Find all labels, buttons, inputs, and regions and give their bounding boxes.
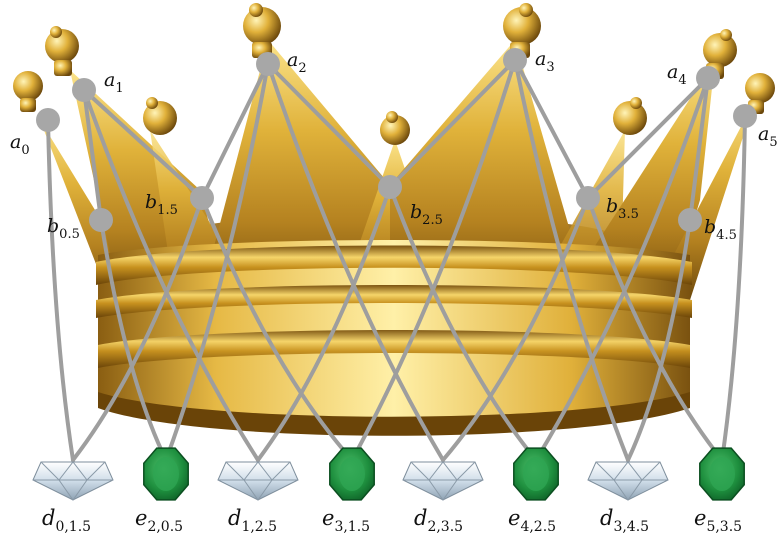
edge-a4-e4 <box>534 76 710 462</box>
diamond-gem-d3 <box>587 461 669 501</box>
diamond-gem-d1 <box>217 461 299 501</box>
label-a4: a4 <box>667 61 687 88</box>
edge-a2-b2_5 <box>266 62 392 189</box>
emerald-gem-e5 <box>699 447 745 501</box>
label-d0: d0,1.5 <box>42 506 91 535</box>
graph-edges <box>46 58 747 462</box>
label-e2: e2,0.5 <box>135 506 183 535</box>
edge-a4-b4_5 <box>688 76 710 222</box>
edge-b0_5-e2 <box>99 218 168 462</box>
edge-a1-b1_5 <box>82 88 204 200</box>
emerald-gem-e3 <box>329 447 375 501</box>
edge-a1-b0_5 <box>82 88 103 222</box>
edge-a3-b3_5 <box>513 58 590 200</box>
label-b3_5: b3.5 <box>606 195 639 222</box>
label-b1_5: b1.5 <box>145 191 178 218</box>
edge-b3_5-e5 <box>586 196 724 462</box>
label-e5: e5,3.5 <box>694 506 742 535</box>
edge-b2_5-e4 <box>388 185 538 462</box>
label-a5: a5 <box>758 123 778 150</box>
node-a1 <box>72 78 96 102</box>
node-a5 <box>733 104 757 128</box>
label-a2: a2 <box>287 49 307 76</box>
edge-a2-b1_5 <box>200 62 270 200</box>
edge-a3-b2_5 <box>388 58 517 189</box>
edge-a1-d1 <box>82 88 260 462</box>
edge-a2-d2 <box>266 62 445 462</box>
node-b4_5 <box>678 208 702 232</box>
diamond-gem-d0 <box>32 461 114 501</box>
label-b4_5: b4.5 <box>704 216 737 243</box>
node-a2 <box>256 52 280 76</box>
node-b0_5 <box>89 208 113 232</box>
emerald-gem-e2 <box>143 447 189 501</box>
edge-a3-d3 <box>513 58 630 462</box>
edge-b1_5-d0 <box>71 196 204 462</box>
emerald-gem-e4 <box>513 447 559 501</box>
node-a4 <box>696 66 720 90</box>
label-d2: d2,3.5 <box>414 506 463 535</box>
edge-a5-e5 <box>720 114 747 462</box>
label-a1: a1 <box>104 69 124 96</box>
label-d3: d3,4.5 <box>600 506 649 535</box>
label-d1: d1,2.5 <box>228 506 277 535</box>
edge-b4_5-d3 <box>626 218 692 462</box>
edge-b3_5-d2 <box>441 196 590 462</box>
node-b2_5 <box>378 175 402 199</box>
label-e3: e3,1.5 <box>322 506 370 535</box>
node-b1_5 <box>190 186 214 210</box>
label-b0_5: b0.5 <box>47 215 80 242</box>
label-e4: e4,2.5 <box>508 506 556 535</box>
edge-a0-d0 <box>46 118 75 462</box>
node-a0 <box>36 108 60 132</box>
node-b3_5 <box>576 186 600 210</box>
graph-nodes <box>36 48 757 232</box>
edge-a4-b3_5 <box>586 76 710 200</box>
edge-a3-e3 <box>350 58 517 462</box>
edge-b1_5-e3 <box>200 196 354 462</box>
label-a0: a0 <box>10 131 30 158</box>
edge-a2-e2 <box>164 62 270 462</box>
label-b2_5: b2.5 <box>410 201 443 228</box>
gem-row <box>32 447 745 501</box>
node-a3 <box>503 48 527 72</box>
edge-b2_5-d1 <box>256 185 392 462</box>
node-labels: a0 a1 a2 a3 a4 a5 b0.5 b1.5 b2.5 b3.5 b4.5 d0,1.5 e2… <box>10 48 778 535</box>
diamond-gem-d2 <box>402 461 484 501</box>
label-a3: a3 <box>535 48 555 75</box>
crown-image <box>13 3 775 436</box>
